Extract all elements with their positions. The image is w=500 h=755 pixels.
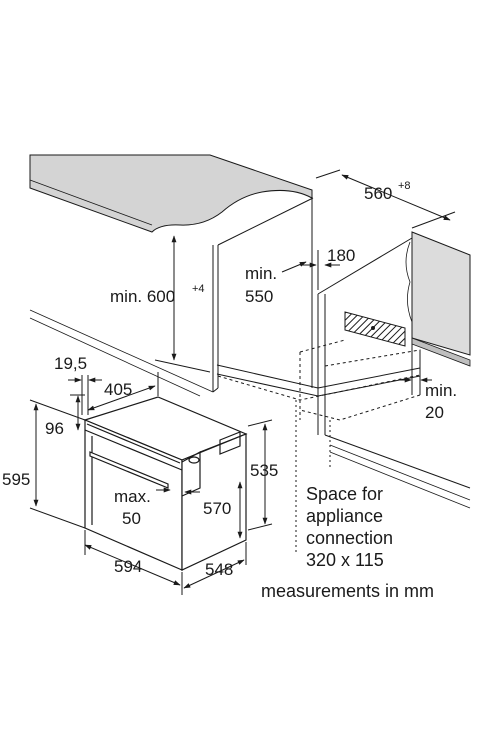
units-caption: measurements in mm <box>261 581 434 601</box>
inner-depth-arrow <box>281 261 307 273</box>
dim-depth <box>315 169 456 229</box>
oven-total-height-label: 595 <box>2 470 30 489</box>
oven-handle-line2: 50 <box>122 509 141 528</box>
floor-lines <box>29 309 471 509</box>
oven-front-height-label: 570 <box>203 499 231 518</box>
oven-side-height-label: 535 <box>250 461 278 480</box>
note-line1: Space for <box>306 484 383 504</box>
depth-sup: +8 <box>398 180 411 192</box>
note-line2: appliance <box>306 506 383 526</box>
oven-dims <box>29 372 273 595</box>
dim-rear-gap <box>300 250 340 290</box>
inner-depth-line1: min. <box>245 264 277 283</box>
note-line3: connection <box>306 528 393 548</box>
oven-width-label: 594 <box>114 557 142 576</box>
side-gap-line2: 20 <box>425 403 444 422</box>
dim-height <box>154 235 211 373</box>
note-line4: 320 x 115 <box>306 550 384 570</box>
worktop <box>29 154 313 233</box>
side-gap-line1: min. <box>425 381 457 400</box>
oven-handle-line1: max. <box>114 487 151 506</box>
oven-top-depth-label: 405 <box>104 380 132 399</box>
inner-depth-line2: 550 <box>245 287 273 306</box>
height-label: min. 600 <box>110 287 175 306</box>
height-sup: +4 <box>192 283 205 295</box>
back-wall <box>411 231 471 367</box>
oven-offset-label: 19,5 <box>54 354 87 373</box>
oven-depth-label: 548 <box>205 560 233 579</box>
oven <box>83 396 248 571</box>
dim-side-gap <box>400 350 432 395</box>
oven-panel-label: 96 <box>45 419 64 438</box>
rear-gap-label: 180 <box>327 246 355 265</box>
depth-label: 560 <box>364 184 392 203</box>
connection-box <box>344 311 406 347</box>
